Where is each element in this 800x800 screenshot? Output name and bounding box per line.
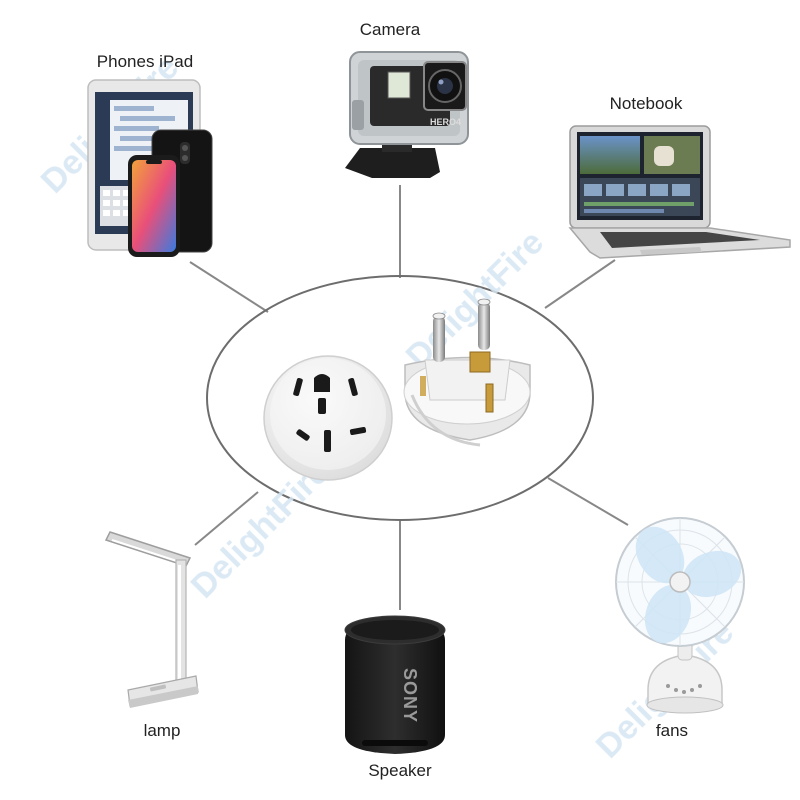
plug-adapters-image: [263, 298, 531, 481]
speaker-image: SONY: [344, 615, 446, 754]
camera-model-text: HERO4: [430, 117, 461, 127]
camera-image: HERO4: [345, 51, 469, 178]
label-phones-ipad: Phones iPad: [96, 52, 194, 71]
connector-lines: [189, 185, 629, 610]
label-lamp: lamp: [143, 721, 181, 740]
label-notebook: Notebook: [609, 94, 683, 113]
label-camera: Camera: [359, 20, 421, 39]
connector-notebook: [544, 259, 616, 309]
center-ellipse: [206, 275, 594, 521]
connector-lamp: [194, 491, 259, 546]
fan-image: [615, 517, 745, 714]
label-speaker: Speaker: [368, 761, 432, 780]
phones-ipad-image: [87, 79, 213, 257]
lamp-image: [104, 531, 199, 708]
speaker-brand-text: SONY: [400, 668, 420, 723]
connector-fans: [547, 477, 629, 526]
label-fans: fans: [655, 721, 689, 740]
connector-phones: [189, 261, 269, 313]
notebook-image: [568, 125, 791, 259]
